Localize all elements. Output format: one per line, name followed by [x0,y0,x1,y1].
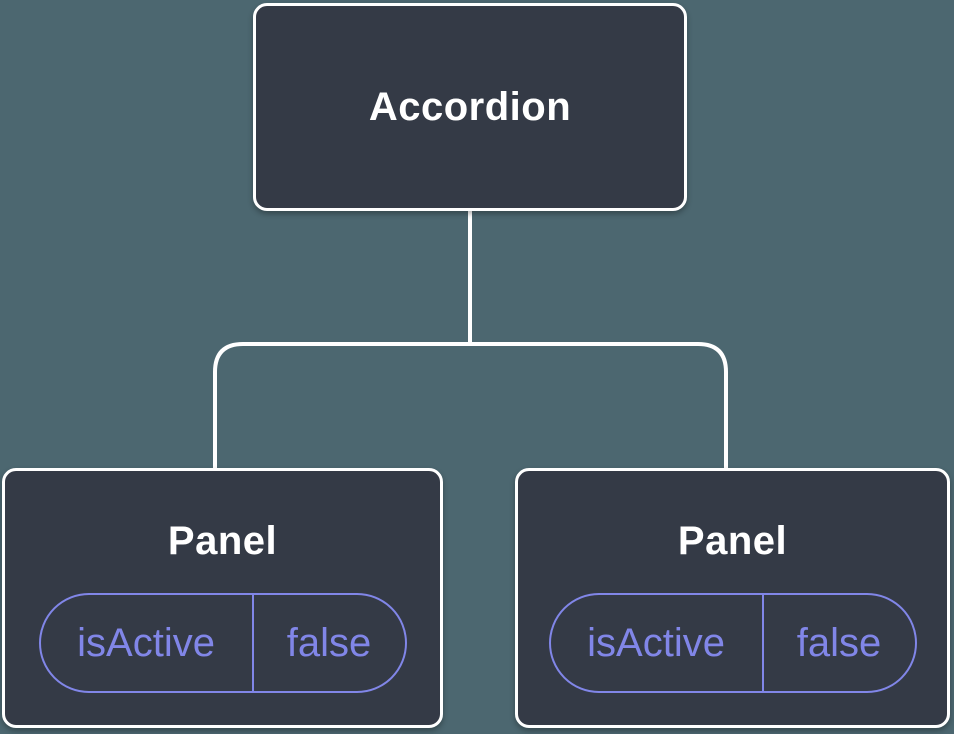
state-pill: isActive false [548,593,917,693]
panel-node-label: Panel [167,519,278,563]
state-value: false [761,595,915,691]
state-key: isActive [587,620,725,665]
panel-node-label: Panel [677,519,788,563]
state-pill: isActive false [38,593,407,693]
state-value: false [251,595,405,691]
panel-node-right: Panel isActive false [515,468,950,728]
panel-node-left: Panel isActive false [2,468,443,728]
connector-branch [213,342,728,470]
accordion-node-label: Accordion [368,85,572,129]
accordion-node: Accordion [253,3,687,211]
state-key: isActive [77,620,215,665]
